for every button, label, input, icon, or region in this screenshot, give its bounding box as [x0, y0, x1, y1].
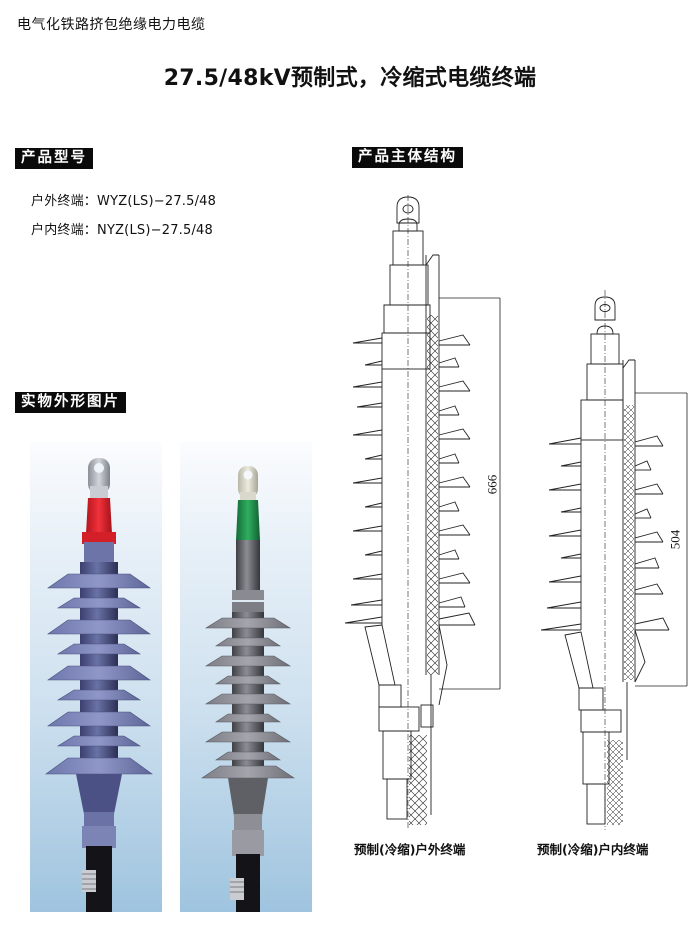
outdoor-structure-diagram	[344, 195, 501, 830]
dimension-outdoor: 666	[484, 473, 500, 496]
section-label-photos: 实物外形图片	[15, 392, 126, 413]
photo-indoor-termination	[180, 442, 312, 912]
indoor-termination-illustration	[201, 466, 295, 912]
caption-outdoor-drawing: 预制(冷缩)户外终端	[354, 842, 466, 857]
page-category: 电气化铁路挤包绝缘电力电缆	[17, 17, 206, 33]
model-outdoor-name: 户外终端：	[31, 194, 98, 209]
outdoor-termination-illustration	[45, 458, 153, 912]
drawing-indoor-termination	[535, 290, 700, 830]
model-indoor: 户内终端：NYZ(LS)−27.5/48	[31, 219, 213, 238]
model-outdoor-code: WYZ(LS)−27.5/48	[97, 194, 217, 209]
page-title: 27.5/48kV预制式，冷缩式电缆终端	[163, 66, 537, 91]
photo-outdoor-termination	[30, 442, 162, 912]
model-indoor-code: NYZ(LS)−27.5/48	[97, 223, 213, 238]
drawing-outdoor-termination	[335, 195, 510, 830]
section-label-model: 产品型号	[15, 148, 93, 169]
model-indoor-name: 户内终端：	[31, 223, 98, 238]
section-label-structure: 产品主体结构	[352, 147, 463, 168]
dimension-indoor: 504	[667, 528, 683, 551]
caption-indoor-drawing: 预制(冷缩)户内终端	[537, 842, 649, 857]
model-outdoor: 户外终端：WYZ(LS)−27.5/48	[31, 190, 216, 209]
indoor-structure-diagram	[540, 290, 688, 830]
